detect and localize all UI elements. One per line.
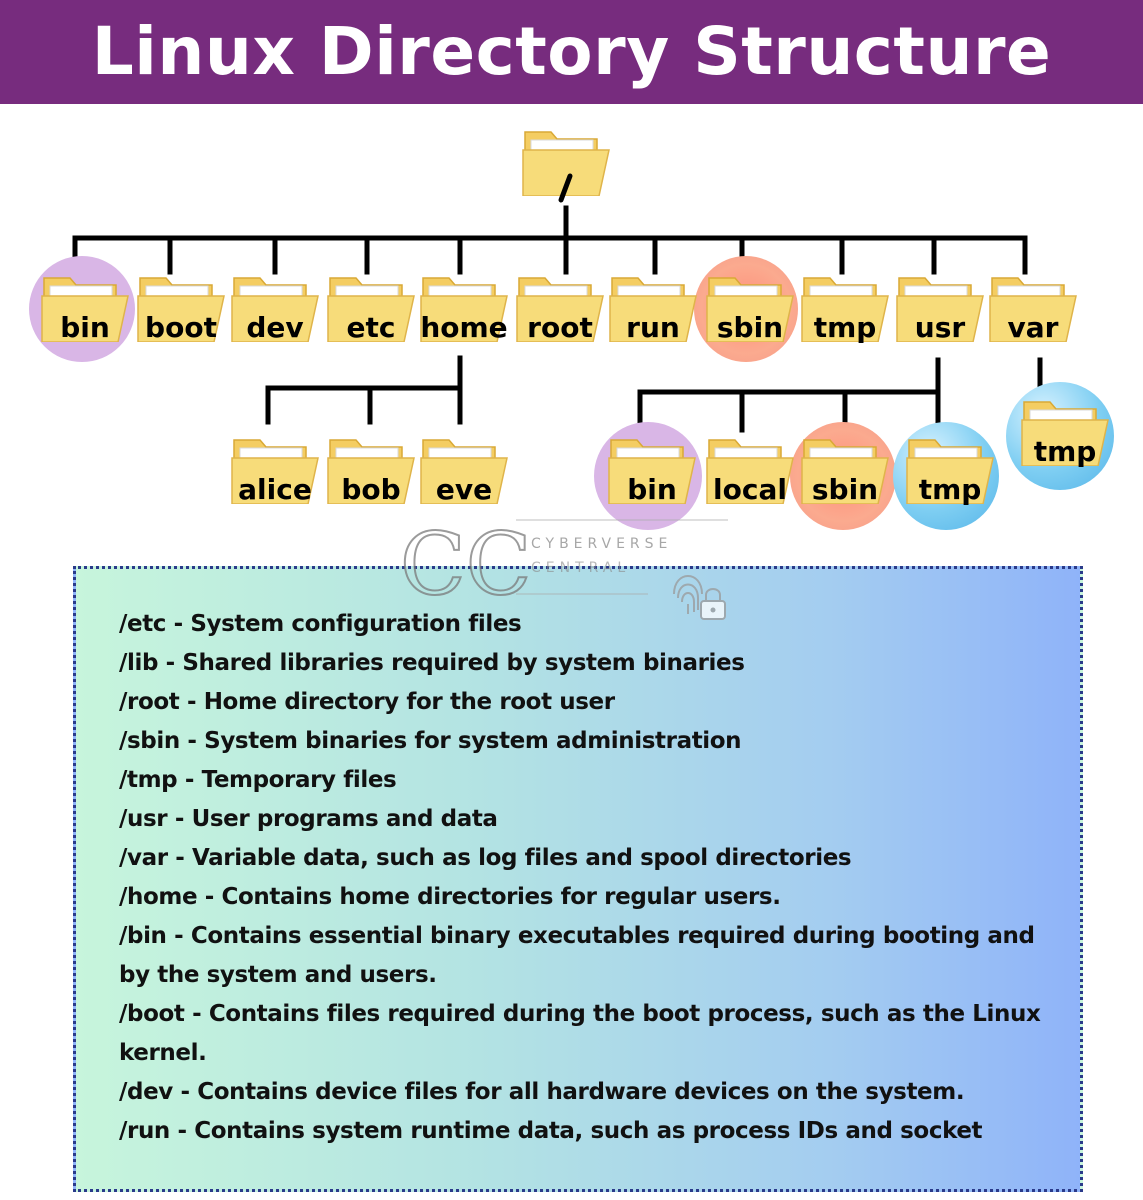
folder-icon: [906, 439, 994, 504]
page-title: Linux Directory Structure: [91, 13, 1052, 90]
folder-label: alice: [238, 473, 312, 506]
folder-label: eve: [435, 473, 493, 506]
description-line: /root - Home directory for the root user: [119, 689, 615, 715]
folder-label: etc: [346, 311, 396, 344]
folder-label: local: [713, 473, 787, 506]
description-line: /home - Contains home directories for re…: [119, 884, 781, 910]
watermark-monogram-icon: CC: [399, 514, 728, 620]
folder-label: run: [626, 311, 680, 344]
folder-home-eve[interactable]: eve: [419, 434, 509, 504]
description-line: /lib - Shared libraries required by syst…: [119, 650, 745, 676]
folder-label: root: [527, 311, 593, 344]
folder-home-alice[interactable]: alice: [230, 434, 320, 504]
folder-icon: [801, 439, 889, 504]
folder-label: tmp: [813, 311, 877, 344]
folder-icon: [1021, 401, 1109, 466]
description-line: /etc - System configuration files: [119, 611, 522, 637]
watermark-sub: CENTRAL: [531, 560, 631, 576]
folder-dev[interactable]: dev: [230, 272, 320, 342]
folder-label: usr: [914, 311, 966, 344]
folder-icon: [896, 277, 984, 342]
watermark-logo: CC CYBERVERSE CENTRAL: [398, 510, 738, 630]
folder-etc[interactable]: etc: [326, 272, 416, 342]
folder-home[interactable]: home: [419, 272, 509, 342]
folder-icon: [706, 277, 794, 342]
folder-usr-sbin[interactable]: sbin: [800, 434, 890, 504]
folder-usr[interactable]: usr: [895, 272, 985, 342]
description-line: /dev - Contains device files for all har…: [119, 1079, 965, 1105]
folder-label: bin: [60, 311, 110, 344]
folder-icon: [706, 439, 794, 504]
folder-label: tmp: [918, 473, 982, 506]
folder-bin[interactable]: bin: [40, 272, 130, 342]
folder-icon: [327, 277, 415, 342]
folder-label: sbin: [811, 473, 879, 506]
description-line: /var - Variable data, such as log files …: [119, 845, 852, 871]
folder-root[interactable]: root: [515, 272, 605, 342]
folder-label: tmp: [1033, 435, 1097, 468]
folder-icon: [420, 277, 508, 342]
folder-boot[interactable]: boot: [136, 272, 226, 342]
description-line: /tmp - Temporary files: [119, 767, 397, 793]
folder-usr-bin[interactable]: bin: [607, 434, 697, 504]
folder-icon: [327, 439, 415, 504]
folder-label: var: [1007, 311, 1059, 344]
folder-label: bob: [341, 473, 401, 506]
folder-icon: [137, 277, 225, 342]
folder-label: sbin: [716, 311, 784, 344]
folder-tmp[interactable]: tmp: [800, 272, 890, 342]
folder-icon: [231, 277, 319, 342]
watermark-name: CYBERVERSE: [531, 536, 673, 552]
directory-tree: bin boot dev etc home root run sbin tmp …: [0, 104, 1143, 554]
description-line: /bin - Contains essential binary executa…: [119, 923, 1035, 988]
folder-label: bin: [627, 473, 677, 506]
folder-icon: [989, 277, 1077, 342]
folder-icon: [420, 439, 508, 504]
title-banner: Linux Directory Structure: [0, 0, 1143, 104]
folder-var-tmp[interactable]: tmp: [1020, 396, 1110, 466]
folder-home-bob[interactable]: bob: [326, 434, 416, 504]
root-folder[interactable]: [521, 126, 611, 196]
description-line: /sbin - System binaries for system admin…: [119, 728, 742, 754]
folder-icon: [41, 277, 129, 342]
folder-label: boot: [145, 311, 217, 344]
folder-icon: [608, 439, 696, 504]
description-line: /usr - User programs and data: [119, 806, 498, 832]
folder-usr-local[interactable]: local: [705, 434, 795, 504]
svg-text:CC: CC: [400, 515, 532, 615]
folder-run[interactable]: run: [608, 272, 698, 342]
folder-label: dev: [246, 311, 304, 344]
descriptions-list: /etc - System configuration files /lib -…: [119, 605, 1049, 1151]
folder-icon: [522, 131, 610, 196]
folder-usr-tmp[interactable]: tmp: [905, 434, 995, 504]
description-line: /run - Contains system runtime data, suc…: [119, 1118, 983, 1144]
folder-icon: [516, 277, 604, 342]
folder-sbin[interactable]: sbin: [705, 272, 795, 342]
folder-icon: [801, 277, 889, 342]
root-slash-label: [558, 173, 573, 203]
folder-var[interactable]: var: [988, 272, 1078, 342]
folder-icon: [609, 277, 697, 342]
descriptions-panel: /etc - System configuration files /lib -…: [73, 566, 1083, 1192]
description-line: /boot - Contains files required during t…: [119, 1001, 1041, 1066]
folder-label: home: [420, 311, 508, 344]
folder-icon: [231, 439, 319, 504]
